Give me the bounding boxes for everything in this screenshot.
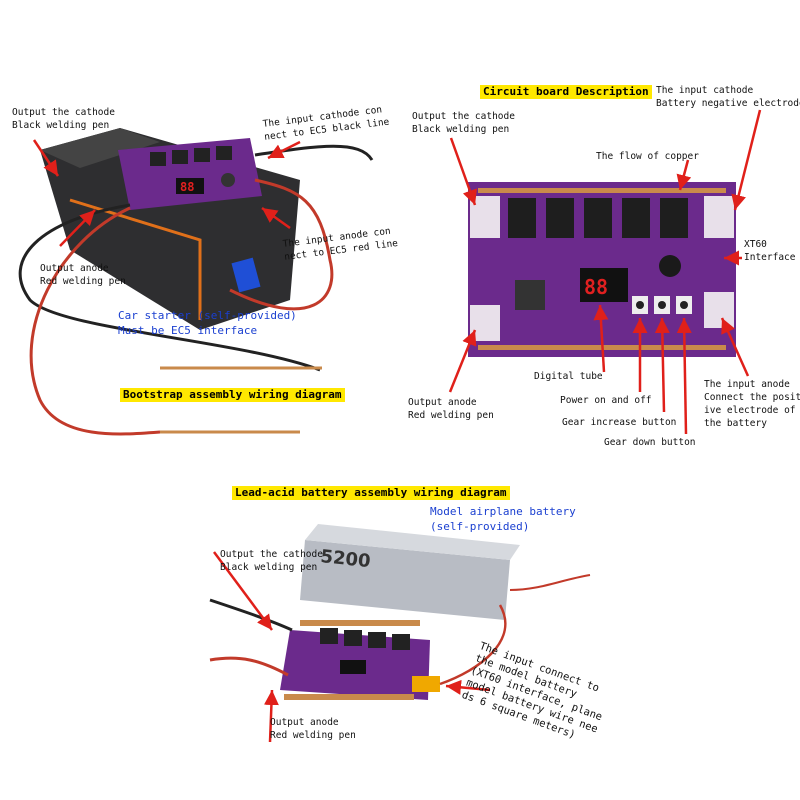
leadacid-arrows — [212, 551, 491, 743]
board-bootstrap — [118, 138, 262, 210]
xt60-label: XT60 Interface — [744, 239, 796, 263]
digital-tube-label: Digital tube — [534, 371, 603, 382]
welding-pens-bootstrap — [18, 144, 374, 436]
bootstrap-title: Bootstrap assembly wiring diagram — [120, 388, 345, 402]
wires-leadacid — [209, 574, 591, 686]
board-arrows — [448, 109, 762, 435]
bootstrap-out-cathode-label: Output the cathode Black welding pen — [12, 107, 115, 131]
gear-increase-label: Gear increase button — [562, 417, 677, 428]
bootstrap-out-anode-label: Output anode Red welding pen — [40, 263, 126, 287]
board-leadacid — [280, 620, 440, 700]
board-out-cathode-label: Output the cathode Black welding pen — [412, 111, 515, 135]
model-battery-label: Model airplane battery (self-provided) — [430, 505, 576, 533]
power-label: Power on and off — [560, 395, 652, 406]
bootstrap-display: 88 — [180, 180, 194, 194]
car-starter-label: Car starter (self-provided) Must be EC5 … — [118, 309, 297, 337]
board-display: 88 — [584, 275, 608, 299]
copper-flow-label: The flow of copper — [596, 151, 699, 162]
board-title: Circuit board Description — [480, 85, 652, 99]
model-battery: 5200 — [300, 524, 520, 620]
board-in-anode-label: The input anode Connect the posit ive el… — [704, 379, 800, 429]
leadacid-out-anode-label: Output anode Red welding pen — [270, 717, 356, 741]
leadacid-title: Lead-acid battery assembly wiring diagra… — [232, 486, 510, 500]
gear-down-label: Gear down button — [604, 437, 696, 448]
battery-capacity: 5200 — [319, 546, 371, 572]
board-out-anode-label: Output anode Red welding pen — [408, 397, 494, 421]
leadacid-out-cathode-label: Output the cathode Black welding pen — [220, 549, 323, 573]
board-in-cathode-label: The input cathode Battery negative elect… — [656, 85, 800, 109]
